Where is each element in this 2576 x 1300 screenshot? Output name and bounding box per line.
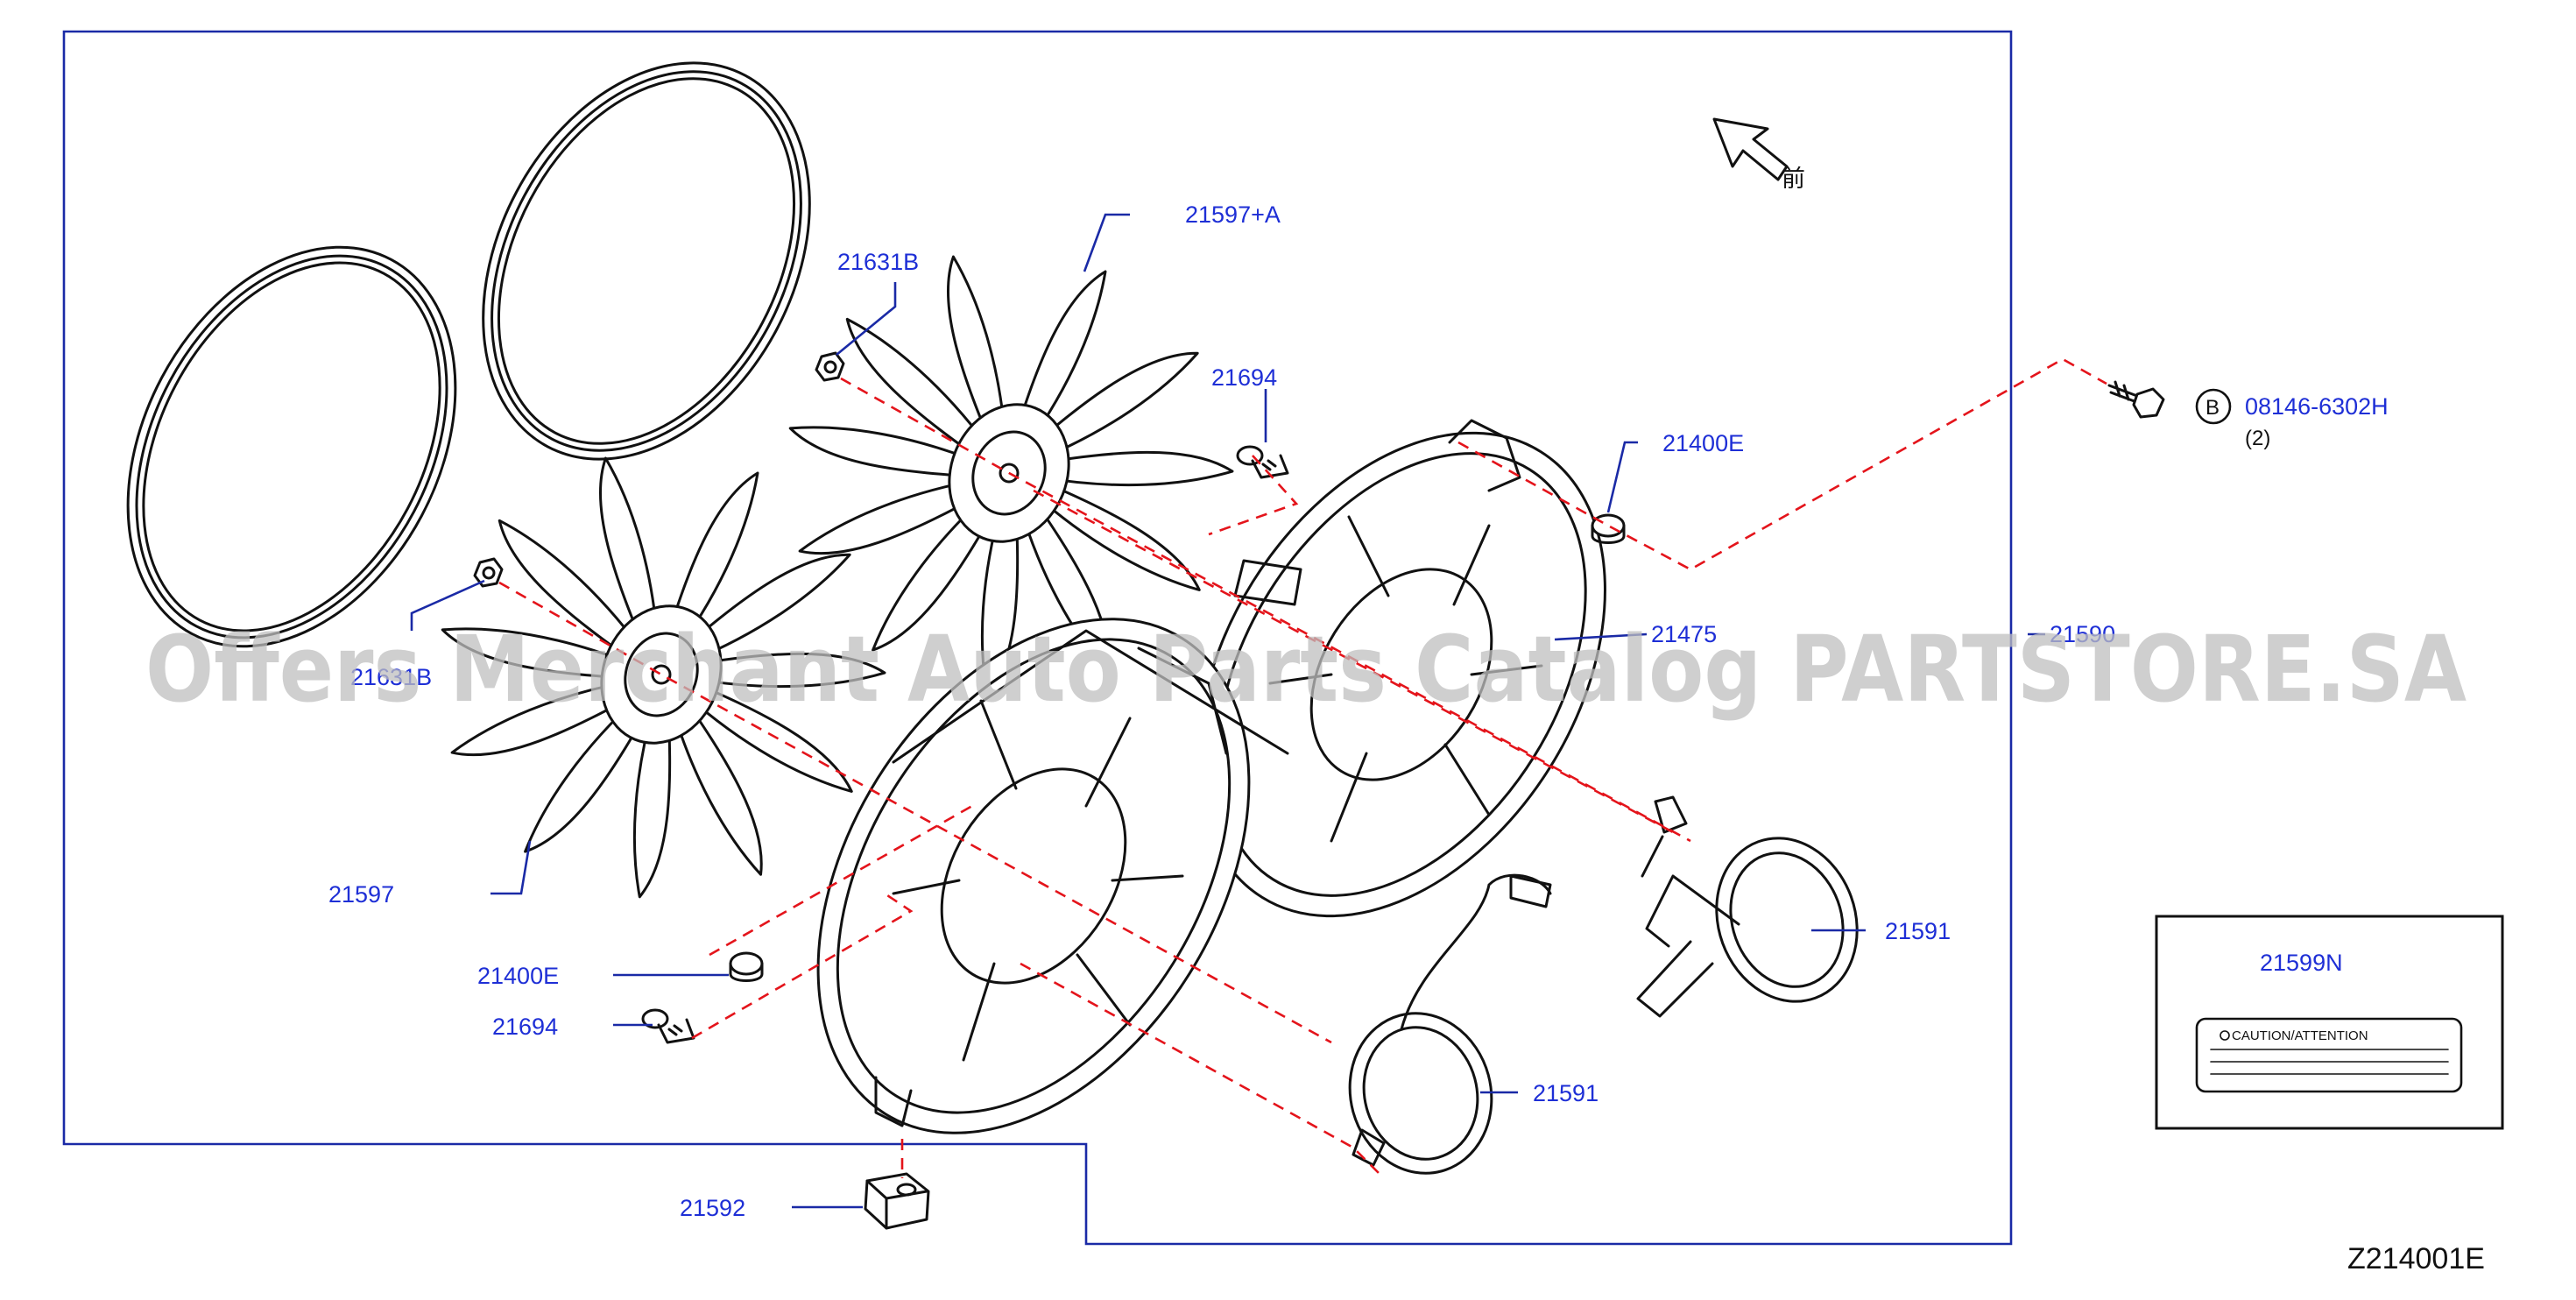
- callout-21631b-upper: 21631B: [837, 249, 919, 275]
- fan-blade-upper: [788, 255, 1234, 697]
- fan-blade-lower: [441, 456, 886, 899]
- assembly-frame: [62, 30, 2013, 1246]
- assembly-lines: [498, 357, 2107, 1178]
- grommet-lower: [729, 951, 764, 982]
- label-part-box: 21599N CAUTION/ATTENTION: [2155, 915, 2504, 1130]
- fan-rings: [126, 61, 811, 648]
- callout-21597: 21597: [328, 881, 394, 908]
- fan-motor-right: [1636, 795, 1859, 1018]
- reference-marker-letter: B: [2205, 396, 2220, 420]
- bolt-quantity: (2): [2245, 427, 2270, 450]
- callout-21475: 21475: [1651, 621, 1717, 647]
- callout-21694-upper: 21694: [1211, 364, 1277, 391]
- callout-21400e-upper: 21400E: [1662, 430, 1744, 456]
- diagram-code: Z214001E: [2347, 1242, 2485, 1275]
- callout-21597a: 21597+A: [1185, 201, 1281, 228]
- direction-label: 前: [1782, 166, 1805, 192]
- screw-lower: [641, 1008, 695, 1044]
- screw-upper: [1236, 445, 1289, 479]
- caution-label-text: CAUTION/ATTENTION: [2232, 1028, 2368, 1043]
- watermark-text: Offers Merchant Auto Parts Catalog PARTS…: [145, 616, 2467, 723]
- callout-21591-lower: 21591: [1533, 1080, 1599, 1106]
- callout-21631b-lower: 21631B: [350, 664, 432, 690]
- hex-nut-upper: [815, 351, 845, 382]
- reference-marker-icon: [2195, 388, 2232, 425]
- leader-lines: [410, 213, 2286, 1209]
- hex-nut-lower: [473, 557, 504, 588]
- bracket-clip: [864, 1172, 930, 1230]
- front-arrow-icon: 前: [1712, 117, 1805, 192]
- callout-21591-right: 21591: [1885, 918, 1951, 944]
- fan-shroud-lower: [816, 618, 1289, 1134]
- callout-08146-6302h: 08146-6302H: [2245, 393, 2389, 420]
- callout-21599n: 21599N: [2260, 950, 2343, 976]
- callout-21694-lower: 21694: [492, 1014, 558, 1040]
- callout-21400e-lower: 21400E: [477, 963, 559, 989]
- callout-21590: 21590: [2050, 621, 2115, 647]
- fan-motor-lower: [1348, 873, 1552, 1175]
- callout-21592: 21592: [680, 1195, 745, 1221]
- bolt-icon: [2107, 380, 2165, 419]
